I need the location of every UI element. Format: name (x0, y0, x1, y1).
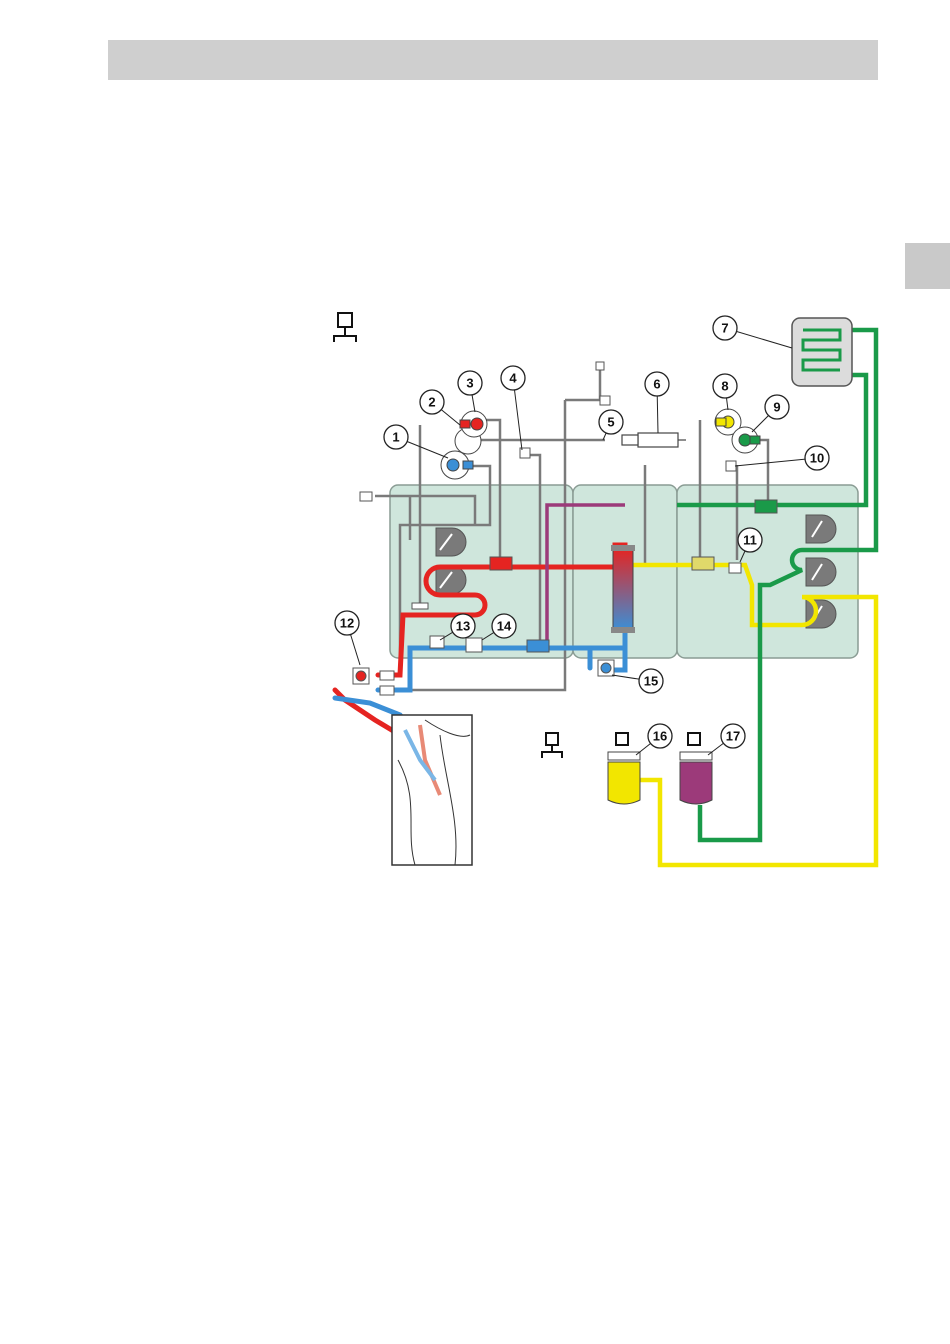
callout-8: 8 (713, 374, 737, 410)
callout-number: 1 (392, 430, 399, 445)
dialysate-bag (608, 733, 640, 804)
callout-2: 2 (420, 390, 460, 425)
dialyzer (611, 545, 635, 633)
callout-6: 6 (645, 372, 669, 433)
filtrate-bag (680, 733, 712, 804)
callout-number: 12 (340, 616, 354, 631)
callout-number: 10 (810, 451, 824, 466)
heater-bag (792, 318, 852, 386)
syringe-icon (622, 433, 686, 447)
callout-15: 15 (612, 669, 663, 693)
callout-number: 8 (721, 379, 728, 394)
scale-icon (542, 733, 562, 758)
callout-number: 7 (721, 321, 728, 336)
callout-17: 17 (708, 724, 745, 755)
callout-number: 4 (509, 371, 517, 386)
callout-number: 16 (653, 729, 667, 744)
callout-5: 5 (599, 410, 623, 440)
callout-7: 7 (713, 316, 792, 348)
callout-number: 2 (428, 395, 435, 410)
callout-number: 13 (456, 619, 470, 634)
callout-number: 9 (773, 400, 780, 415)
patient-arm-illustration (392, 715, 472, 865)
callout-9: 9 (752, 395, 789, 432)
callout-1: 1 (384, 425, 448, 458)
callout-3: 3 (458, 371, 482, 412)
callout-16: 16 (636, 724, 672, 755)
callout-number: 14 (497, 619, 512, 634)
callout-12: 12 (335, 611, 360, 665)
callout-number: 17 (726, 729, 740, 744)
callout-4: 4 (501, 366, 525, 450)
callout-number: 3 (466, 376, 473, 391)
callout-number: 15 (644, 674, 658, 689)
callout-number: 11 (743, 533, 757, 548)
callout-number: 5 (607, 415, 614, 430)
callout-number: 6 (653, 377, 660, 392)
scale-icon (334, 313, 356, 342)
